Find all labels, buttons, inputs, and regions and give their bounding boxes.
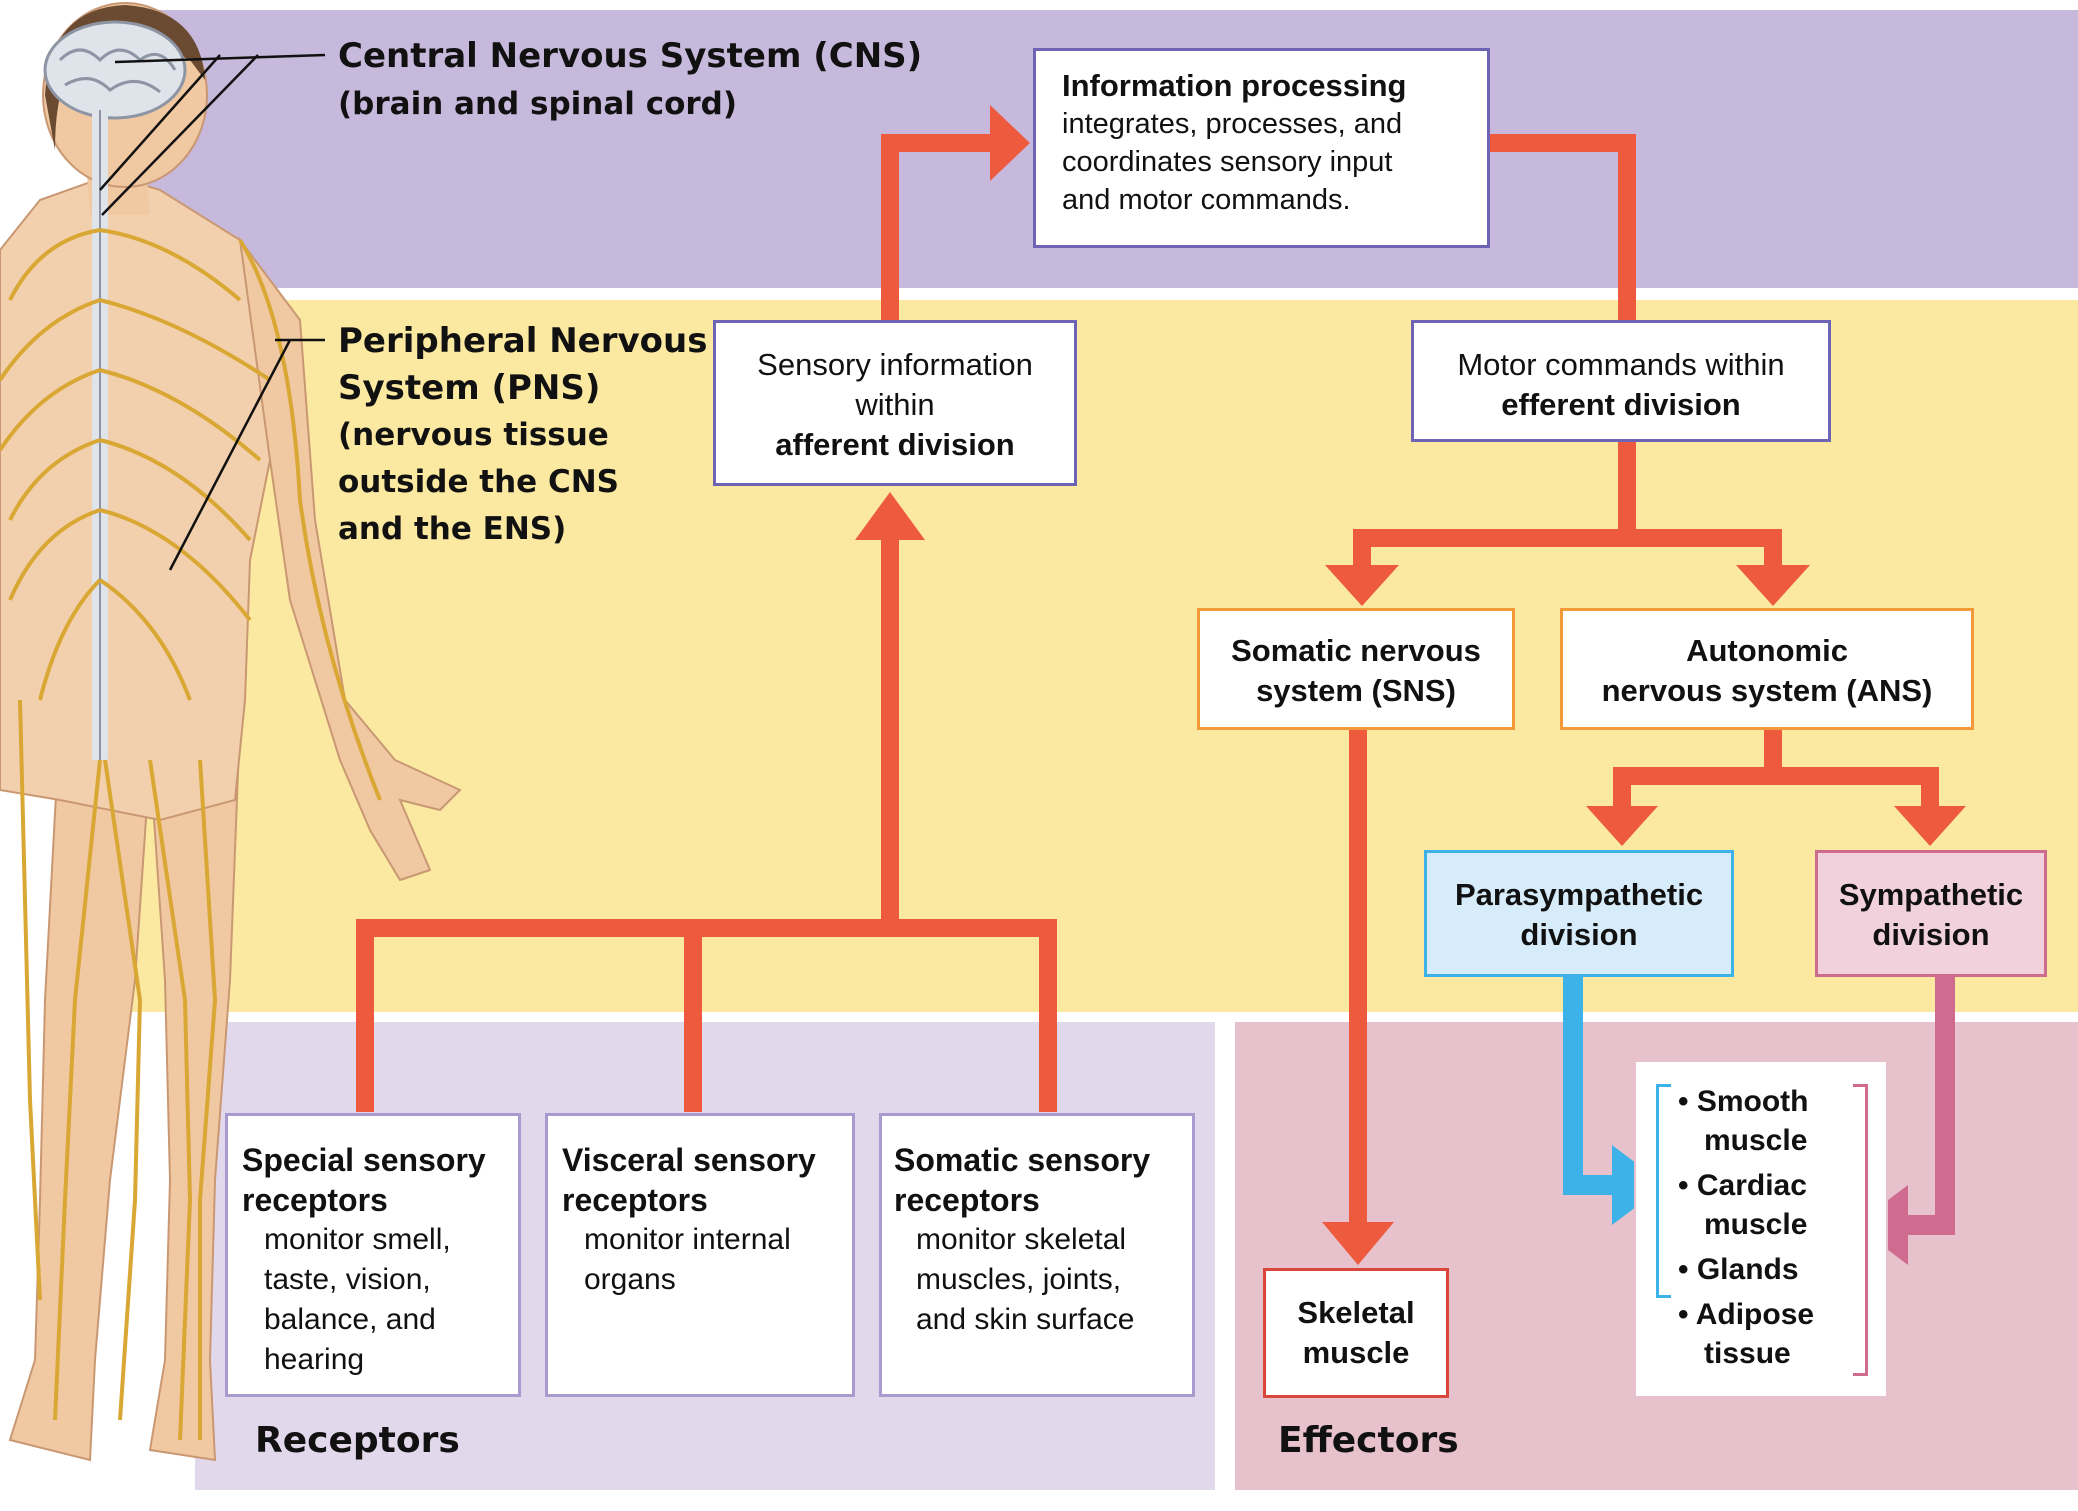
cns-subtitle: (brain and spinal cord) bbox=[338, 86, 738, 122]
somatic-desc1: monitor skeletal bbox=[916, 1223, 1127, 1256]
afferent-line1: Sensory information bbox=[757, 347, 1033, 382]
sympathetic-line2: division bbox=[1872, 917, 1990, 952]
cardiac-line1: Cardiac bbox=[1696, 1169, 1807, 1202]
special-desc3: balance, and bbox=[264, 1303, 436, 1336]
glands-line: Glands bbox=[1696, 1253, 1799, 1286]
ans-line1: Autonomic bbox=[1686, 633, 1848, 668]
special-sensory-receptors-box: Special sensory receptors monitor smell,… bbox=[225, 1113, 521, 1397]
special-desc4: hearing bbox=[264, 1343, 365, 1376]
efferent-division-box: Motor commands within efferent division bbox=[1411, 320, 1831, 442]
sympathetic-line1: Sympathetic bbox=[1838, 877, 2024, 912]
smooth-line1: Smooth bbox=[1696, 1085, 1809, 1118]
parasympathetic-division-box: Parasympathetic division bbox=[1424, 850, 1734, 977]
sympathetic-division-box: Sympathetic division bbox=[1815, 850, 2047, 977]
skeletal-line1: Skeletal bbox=[1297, 1295, 1415, 1330]
skeletal-muscle-box: Skeletal muscle bbox=[1263, 1268, 1449, 1398]
autonomic-nervous-system-box: Autonomic nervous system (ANS) bbox=[1560, 608, 1974, 730]
sns-line2: system (SNS) bbox=[1256, 673, 1456, 708]
cardiac-line2: muscle bbox=[1704, 1208, 1808, 1241]
bullet-icon: • bbox=[1678, 1298, 1696, 1331]
bullet-icon: • bbox=[1678, 1253, 1697, 1286]
pns-desc-line3: and the ENS) bbox=[338, 511, 567, 547]
receptors-label: Receptors bbox=[255, 1420, 460, 1461]
bullet-icon: • bbox=[1678, 1169, 1697, 1202]
somatic-desc3: and skin surface bbox=[916, 1303, 1135, 1336]
visceral-desc2: organs bbox=[584, 1263, 676, 1296]
visceral-title2: receptors bbox=[562, 1182, 708, 1218]
autonomic-targets-box: • Smooth muscle • Cardiac muscle • Gland… bbox=[1634, 1060, 1888, 1398]
adipose-line1: Adipose bbox=[1695, 1298, 1815, 1331]
visceral-sensory-receptors-box: Visceral sensory receptors monitor inter… bbox=[545, 1113, 855, 1397]
pns-title-line2: System (PNS) bbox=[338, 368, 601, 408]
info-processing-line2: coordinates sensory input bbox=[1062, 146, 1393, 178]
pns-label: Peripheral Nervous System (PNS) (nervous… bbox=[338, 318, 707, 553]
efferent-line1: Motor commands within bbox=[1457, 347, 1785, 382]
flow-arrows bbox=[356, 134, 1939, 1228]
skeletal-line2: muscle bbox=[1302, 1335, 1410, 1370]
somatic-title2: receptors bbox=[894, 1182, 1040, 1218]
adipose-line2: tissue bbox=[1704, 1337, 1791, 1370]
bracket-right bbox=[1853, 1084, 1868, 1376]
pns-title-line1: Peripheral Nervous bbox=[338, 321, 708, 361]
somatic-sensory-receptors-box: Somatic sensory receptors monitor skelet… bbox=[879, 1113, 1195, 1397]
cns-label: Central Nervous System (CNS) (brain and … bbox=[338, 32, 922, 128]
effectors-label: Effectors bbox=[1278, 1420, 1459, 1461]
arrowheads bbox=[855, 105, 1966, 1265]
info-processing-line1: integrates, processes, and bbox=[1062, 108, 1403, 140]
targets-list: • Smooth muscle • Cardiac muscle • Gland… bbox=[1678, 1082, 1858, 1373]
pns-desc-line2: outside the CNS bbox=[338, 464, 619, 500]
afferent-line3: afferent division bbox=[775, 427, 1015, 462]
afferent-division-box: Sensory information within afferent divi… bbox=[713, 320, 1077, 486]
somatic-title1: Somatic sensory bbox=[894, 1142, 1151, 1178]
smooth-line2: muscle bbox=[1704, 1124, 1808, 1157]
special-title2: receptors bbox=[242, 1182, 388, 1218]
special-desc2: taste, vision, bbox=[264, 1263, 431, 1296]
somatic-nervous-system-box: Somatic nervous system (SNS) bbox=[1197, 608, 1515, 730]
info-processing-line3: and motor commands. bbox=[1062, 184, 1351, 216]
info-processing-title: Information processing bbox=[1062, 68, 1407, 103]
human-body-illustration bbox=[0, 2, 462, 1462]
visceral-desc1: monitor internal bbox=[584, 1223, 791, 1256]
cns-title: Central Nervous System (CNS) bbox=[338, 36, 923, 76]
leader-lines bbox=[99, 53, 326, 571]
sns-line1: Somatic nervous bbox=[1231, 633, 1481, 668]
target-glands: • Glands bbox=[1678, 1250, 1858, 1289]
target-smooth-muscle: • Smooth muscle bbox=[1678, 1082, 1858, 1160]
somatic-desc2: muscles, joints, bbox=[916, 1263, 1122, 1296]
bracket-left bbox=[1656, 1084, 1671, 1298]
pns-desc-line1: (nervous tissue bbox=[338, 417, 609, 453]
special-desc1: monitor smell, bbox=[264, 1223, 451, 1256]
visceral-title1: Visceral sensory bbox=[562, 1142, 816, 1178]
bullet-icon: • bbox=[1678, 1085, 1697, 1118]
ans-line2: nervous system (ANS) bbox=[1601, 673, 1933, 708]
efferent-line2: efferent division bbox=[1501, 387, 1741, 422]
target-cardiac-muscle: • Cardiac muscle bbox=[1678, 1166, 1858, 1244]
parasympathetic-line1: Parasympathetic bbox=[1454, 877, 1704, 912]
target-adipose-tissue: • Adipose tissue bbox=[1678, 1295, 1858, 1373]
parasympathetic-line2: division bbox=[1520, 917, 1638, 952]
special-title1: Special sensory bbox=[242, 1142, 486, 1178]
afferent-line2: within bbox=[855, 387, 935, 422]
information-processing-box: Information processing integrates, proce… bbox=[1033, 48, 1490, 248]
